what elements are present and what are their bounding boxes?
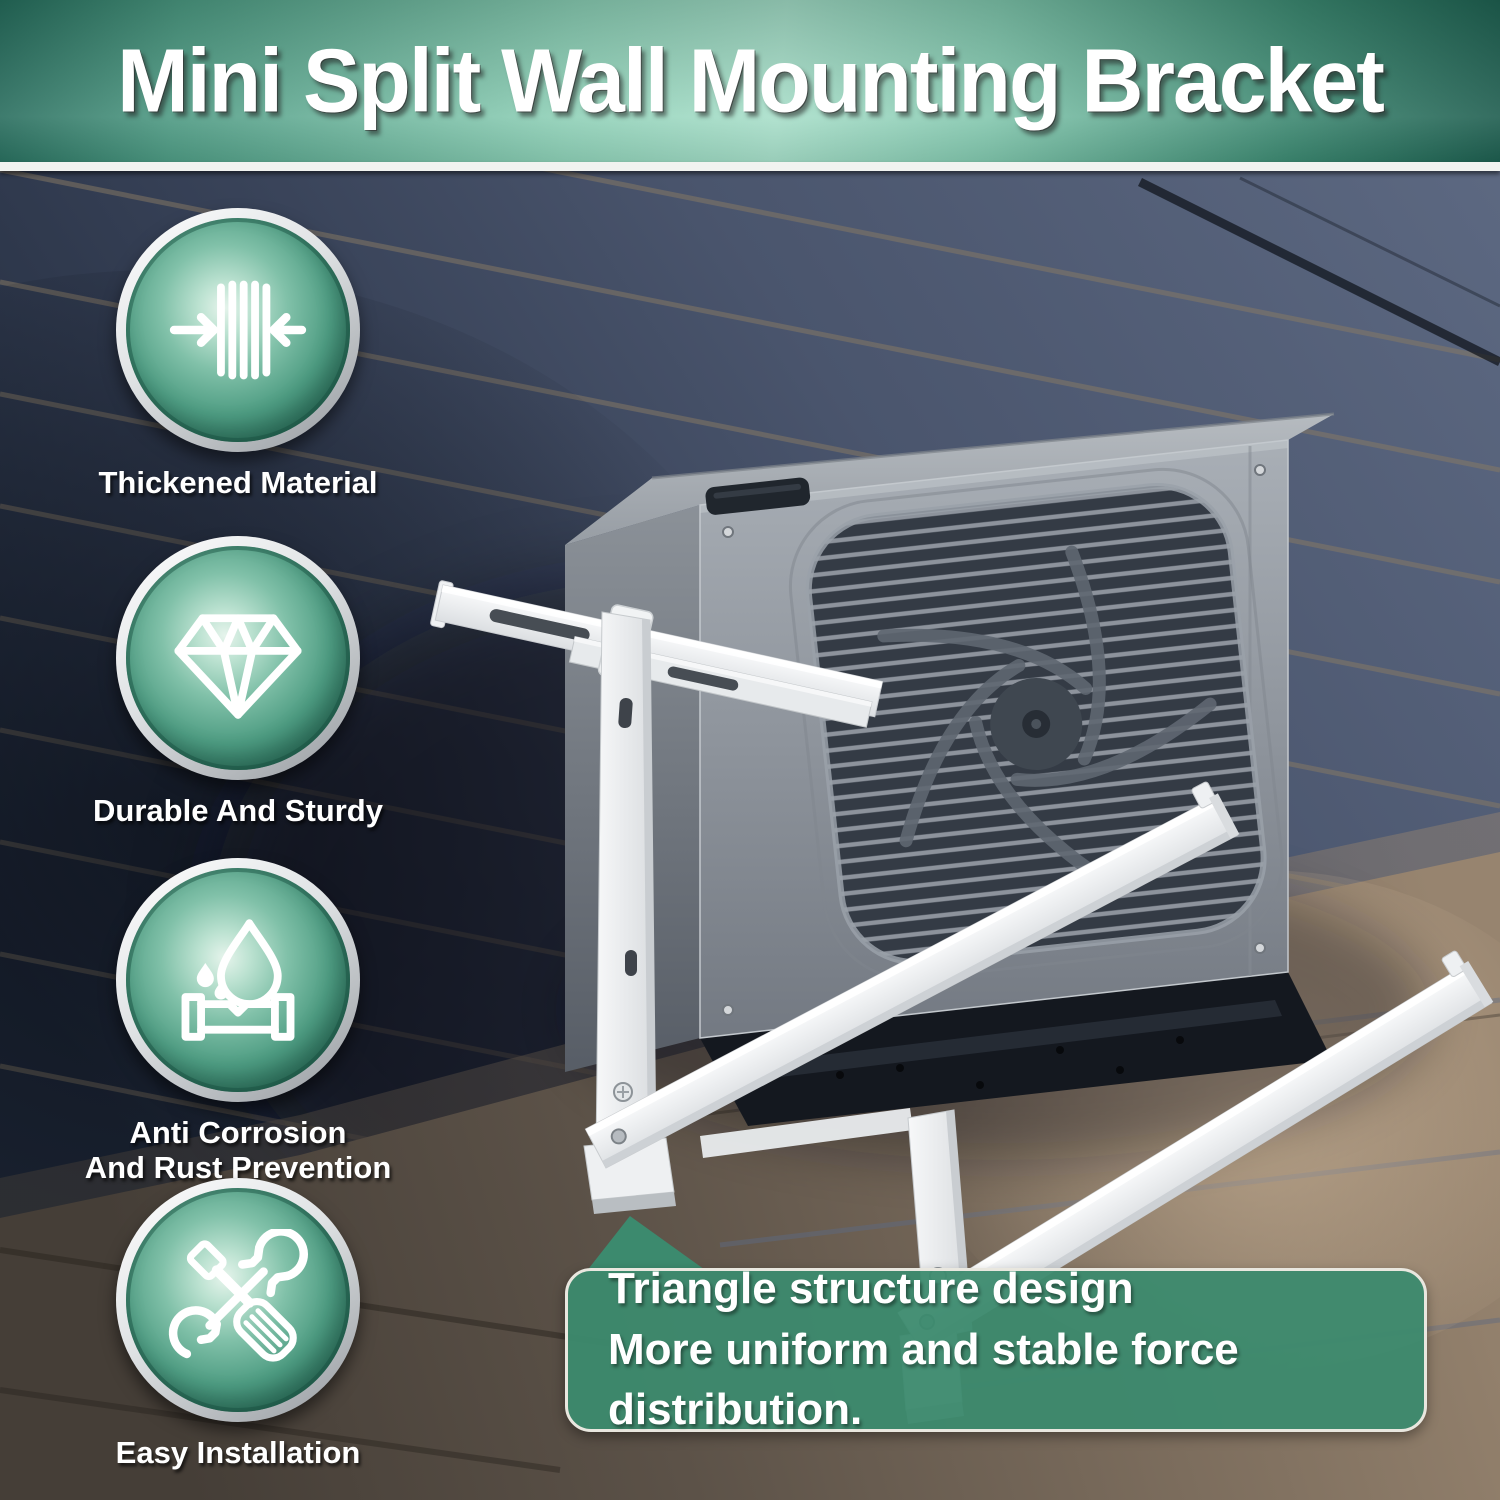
header-banner: Mini Split Wall Mounting Bracket (0, 0, 1500, 171)
feature-badge (116, 858, 360, 1102)
support-arm (897, 950, 1494, 1353)
feature-anti-corrosion: Anti Corrosion And Rust Prevention (10, 858, 466, 1185)
badge-green-face (126, 218, 350, 442)
feature-label: Durable And Sturdy (93, 793, 383, 828)
ac-top-face (565, 414, 1334, 545)
page-title: Mini Split Wall Mounting Bracket (117, 30, 1385, 131)
feature-durable-sturdy: Durable And Sturdy (10, 536, 466, 829)
support-arm (584, 781, 1240, 1169)
header-gradient: Mini Split Wall Mounting Bracket (0, 0, 1500, 162)
feature-label: Thickened Material (98, 465, 378, 500)
wall-shadow-streak (1137, 177, 1500, 367)
feature-label: Easy Installation (115, 1435, 361, 1470)
feature-easy-installation: Easy Installation (10, 1178, 466, 1471)
feature-badge (116, 1178, 360, 1422)
callout-box: Triangle structure design More uniform a… (565, 1264, 1427, 1434)
badge-green-face (126, 1188, 350, 1412)
header-divider (0, 162, 1500, 171)
ac-handle (705, 477, 811, 515)
feature-label: Anti Corrosion And Rust Prevention (84, 1115, 392, 1185)
badge-green-face (126, 868, 350, 1092)
fan-blades (877, 545, 1217, 889)
ac-underside (700, 972, 1332, 1126)
mounting-bracket-left (430, 580, 1240, 1214)
wrench-screwdriver-icon (168, 1229, 308, 1362)
compress-arrows-icon (169, 280, 307, 380)
water-drop-pipe-icon (181, 919, 295, 1041)
ac-corner-screws (722, 464, 1266, 1016)
feature-thickened-material: Thickened Material (10, 208, 466, 501)
feature-badge (116, 536, 360, 780)
ac-outdoor-unit (565, 412, 1335, 1126)
feature-badge (116, 208, 360, 452)
badge-green-face (126, 546, 350, 770)
diamond-icon (174, 614, 302, 719)
callout-text: Triangle structure design More uniform a… (608, 1263, 1239, 1435)
